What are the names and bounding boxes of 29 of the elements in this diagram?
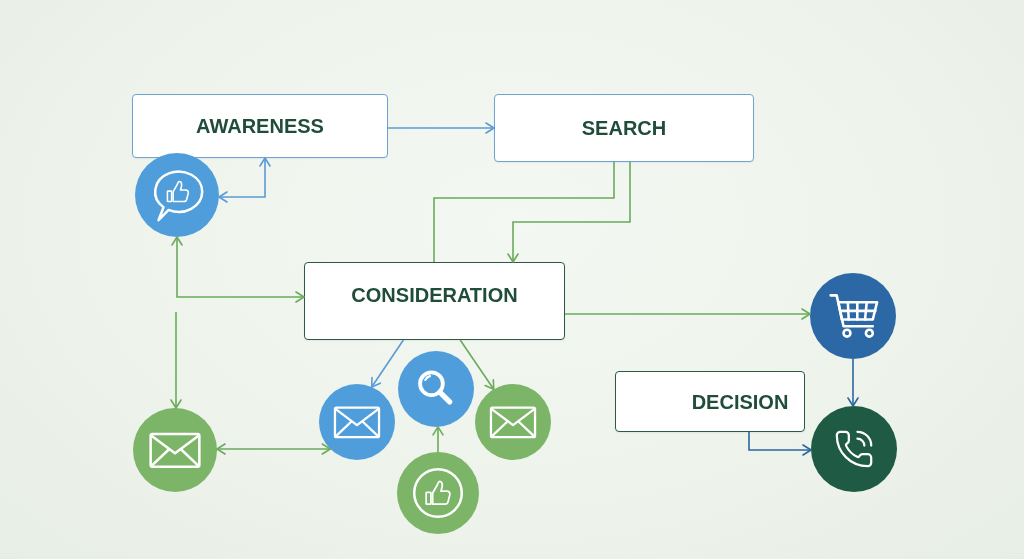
connector-line xyxy=(433,161,615,263)
envelope-icon xyxy=(133,408,217,492)
search-icon xyxy=(398,351,474,427)
double-arrow xyxy=(216,443,332,455)
stage-box xyxy=(304,262,565,340)
stage-box xyxy=(615,371,805,432)
arrow xyxy=(370,339,405,388)
thumbs-up-speech-bubble-icon xyxy=(135,153,219,237)
stage-box xyxy=(494,94,754,162)
double-arrow xyxy=(171,236,305,303)
arrow xyxy=(748,431,812,456)
thumbs-up-icon xyxy=(397,452,479,534)
arrow xyxy=(507,161,631,263)
stage-label: AWARENESS xyxy=(196,114,324,138)
stage-box xyxy=(132,94,388,158)
arrow xyxy=(459,339,495,391)
stage-label: CONSIDERATION xyxy=(351,283,518,307)
arrow xyxy=(170,311,182,409)
stage-label: SEARCH xyxy=(581,116,667,140)
arrow xyxy=(432,426,444,453)
shopping-cart-icon xyxy=(810,273,896,359)
stage-label: DECISION xyxy=(691,389,789,414)
envelope-icon xyxy=(475,384,551,460)
arrow xyxy=(564,308,811,320)
phone-icon xyxy=(811,406,897,492)
double-arrow xyxy=(218,157,271,203)
envelope-icon xyxy=(319,384,395,460)
arrow xyxy=(847,358,859,407)
arrow xyxy=(387,122,495,134)
